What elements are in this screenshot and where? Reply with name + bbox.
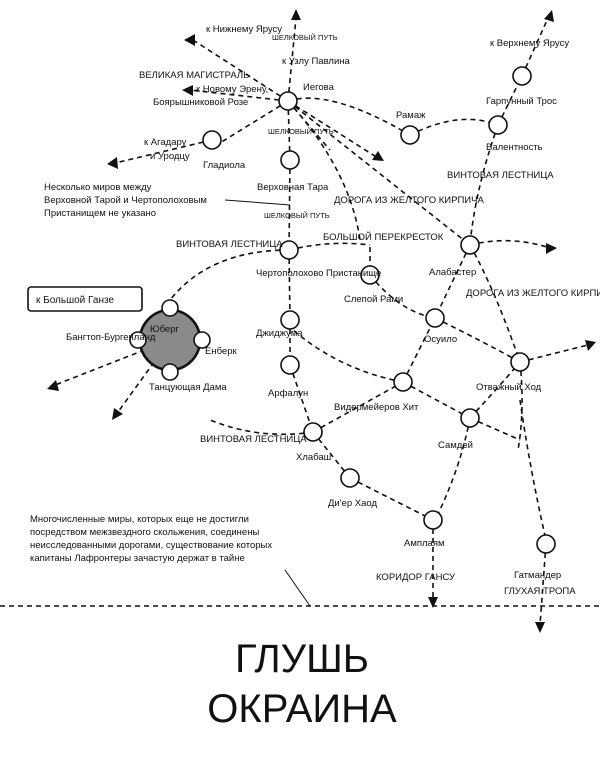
node-iegova[interactable] <box>278 91 298 111</box>
label-iegova: Иегова <box>303 82 335 93</box>
label-dier-khaod: Ди'ер Хаод <box>328 498 377 509</box>
label-silk-road-3: ШЕЛКОВЫЙ ПУТЬ <box>264 211 330 220</box>
hansa-hub <box>129 299 211 381</box>
label-verkhovnaya-tara: Верховная Тара <box>257 182 329 193</box>
label-upper-tier: к Верхнему Ярусу <box>490 38 569 49</box>
node-chertopolokhovo[interactable] <box>279 240 299 260</box>
node-vidermeyerov-khit[interactable] <box>393 372 413 392</box>
node-yuberg[interactable] <box>161 299 179 317</box>
label-big-crossroad: БОЛЬШОЙ ПЕРЕКРЕСТОК <box>323 231 444 243</box>
label-yuberg: Юберг <box>150 324 179 335</box>
node-khlabash[interactable] <box>303 422 323 442</box>
label-enberk: Енберк <box>205 346 237 357</box>
node-samdey[interactable] <box>460 408 480 428</box>
label-gatmander: Гатмандер <box>514 570 561 581</box>
label-jidjuma: Джиджума <box>256 328 303 339</box>
label-gladiola: Гладиола <box>203 160 246 171</box>
label-spiral-stair-2: ВИНТОВАЯ ЛЕСТНИЦА <box>176 239 283 250</box>
label-deaf-path: ГЛУХАЯ ТРОПА <box>504 586 576 597</box>
label-unreached-2: посредством межзвездного скольжения, сое… <box>30 527 259 538</box>
label-khlabash: Хлабаш <box>296 452 331 463</box>
labels: к Нижнему Ярусу ШЕЛКОВЫЙ ПУТЬ к Узлу Пав… <box>30 24 600 731</box>
label-agadar-2: и Уродцу <box>150 151 190 162</box>
label-many-worlds-3: Пристанищем не указано <box>44 208 156 219</box>
label-to-pavlin: к Узлу Павлина <box>282 56 351 67</box>
label-unreached-3: неисследованными дорогами, существование… <box>30 540 272 551</box>
label-ramazh: Рамаж <box>396 110 426 121</box>
node-garpunny-tros[interactable] <box>512 66 532 86</box>
node-otvazhny-khod[interactable] <box>510 352 530 372</box>
routes <box>0 17 600 626</box>
label-yellow-brick-1: ДОРОГА ИЗ ЖЕЛТОГО КИРПИЧА <box>334 195 484 206</box>
label-unreached-4: капитаны Лафронтеры зачастую держат в та… <box>30 553 245 564</box>
label-lower-tier: к Нижнему Ярусу <box>206 24 282 35</box>
label-to-great-hansa: к Большой Ганзе <box>36 295 114 306</box>
node-enberk[interactable] <box>193 331 211 349</box>
label-garpunny-tros: Гарпунный Трос <box>486 96 557 107</box>
node-gladiola[interactable] <box>202 130 222 150</box>
node-dier-khaod[interactable] <box>340 468 360 488</box>
label-amplyam: Амплаям <box>404 538 445 549</box>
node-verkhovnaya-tara[interactable] <box>280 150 300 170</box>
label-many-worlds-1: Несколько миров между <box>44 182 152 193</box>
label-vidermeyerov-khit: Видермейеров Хит <box>334 402 419 413</box>
label-yellow-brick-2: ДОРОГА ИЗ ЖЕЛТОГО КИРПИЧА <box>466 288 600 299</box>
zone-outskirts: ОКРАИНА <box>207 687 397 731</box>
label-new-eren-2: Боярышниковой Розе <box>153 97 248 108</box>
node-bangtop[interactable] <box>129 331 147 349</box>
label-great-highway: ВЕЛИКАЯ МАГИСТРАЛЬ <box>139 70 249 81</box>
label-valentnost: Валентность <box>486 142 543 153</box>
label-many-worlds-2: Верховной Тарой и Чертополоховым <box>44 195 207 206</box>
label-chertopolokhovo: Чертополохово Пристанище <box>256 268 381 279</box>
label-slepoy-rami: Слепой Рами <box>344 294 403 305</box>
label-bangtop: Бангтоп-Бургенланд <box>66 332 156 343</box>
label-samdey: Самдей <box>438 440 473 451</box>
node-osuilo[interactable] <box>425 308 445 328</box>
label-spiral-stair-3: ВИНТОВАЯ ЛЕСТНИЦА <box>200 434 307 445</box>
zone-wilds: ГЛУШЬ <box>235 637 369 681</box>
nodes <box>202 66 556 554</box>
big-hansa-box <box>27 286 143 312</box>
label-tantsuyushchaya: Танцующая Дама <box>149 382 227 393</box>
label-silk-road-2: ШЕЛКОВЫЙ ПУТЬ <box>268 127 334 136</box>
node-ramazh[interactable] <box>400 125 420 145</box>
label-otvazhny-khod: Отважный Ход <box>476 382 542 393</box>
node-jidjuma[interactable] <box>280 310 300 330</box>
label-agadar-1: к Агадару <box>144 137 187 148</box>
node-slepoy-rami[interactable] <box>360 265 380 285</box>
label-hansu-corridor: КОРИДОР ГАНСУ <box>376 572 456 583</box>
label-spiral-stair-1: ВИНТОВАЯ ЛЕСТНИЦА <box>447 170 554 181</box>
node-valentnost[interactable] <box>488 115 508 135</box>
label-alabaster: Алабастер <box>429 267 476 278</box>
node-arfalun[interactable] <box>280 355 300 375</box>
label-new-eren-1: к Новому Эрену, <box>196 84 268 95</box>
label-unreached-1: Многочисленные миры, которых еще не дост… <box>30 514 249 525</box>
node-amplyam[interactable] <box>423 510 443 530</box>
node-alabaster[interactable] <box>460 235 480 255</box>
label-silk-road-1: ШЕЛКОВЫЙ ПУТЬ <box>272 33 338 42</box>
arrowheads <box>47 9 596 633</box>
node-gatmander[interactable] <box>536 534 556 554</box>
label-arfalun: Арфалун <box>268 388 308 399</box>
leader-lines <box>224 199 311 607</box>
node-tantsuyushchaya[interactable] <box>161 363 179 381</box>
label-osuilo: Осуило <box>424 334 457 345</box>
